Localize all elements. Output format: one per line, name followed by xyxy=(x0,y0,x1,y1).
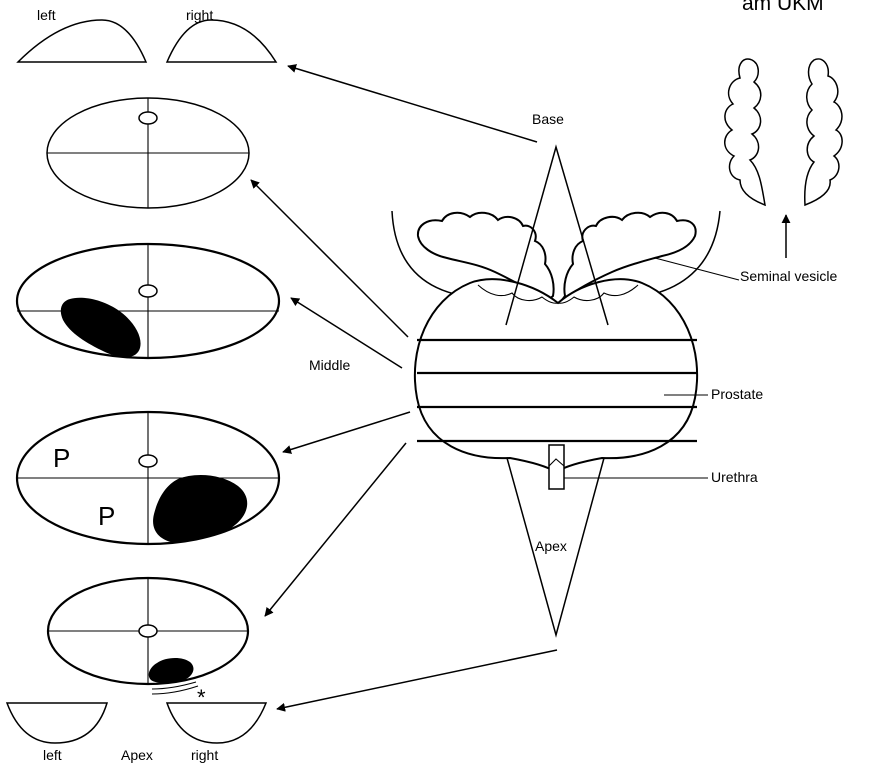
urethra-marker xyxy=(139,285,157,297)
bottom-right-label: right xyxy=(191,747,218,763)
urethra-marker xyxy=(139,625,157,637)
prostate-label: Prostate xyxy=(711,386,763,402)
p-label-upper: P xyxy=(53,443,70,473)
top-right-segment xyxy=(167,20,276,62)
urethra-marker xyxy=(139,112,157,124)
urethra-symbol xyxy=(549,445,564,489)
prostate-body xyxy=(415,279,697,472)
bottom-right-segment xyxy=(167,703,266,743)
seminal-vesicle-detail-right xyxy=(805,59,842,205)
bottom-left-segment xyxy=(7,703,107,743)
apex-cone-label: Apex xyxy=(535,538,567,554)
asterisk-marker: * xyxy=(197,685,206,710)
cropped-top-text: am UKM xyxy=(742,0,824,15)
top-left-label: left xyxy=(37,7,56,23)
tumor-lesion xyxy=(153,475,247,544)
p-label-lower: P xyxy=(98,501,115,531)
section-1-ellipse xyxy=(47,98,249,208)
seminal-vesicle-label: Seminal vesicle xyxy=(740,268,837,284)
bottom-apex-label: Apex xyxy=(121,747,153,763)
seminal-vesicles-detail xyxy=(725,59,842,258)
urethra-label: Urethra xyxy=(711,469,758,485)
section-3-ellipse xyxy=(17,412,279,544)
middle-label: Middle xyxy=(309,357,350,373)
top-left-segment xyxy=(18,20,146,62)
bottom-left-label: left xyxy=(43,747,62,763)
top-right-label: right xyxy=(186,7,213,23)
base-label: Base xyxy=(532,111,564,127)
section-2-ellipse xyxy=(17,244,279,358)
section-4-ellipse xyxy=(48,578,248,684)
prostate-gland xyxy=(392,147,720,635)
seminal-vesicle-detail-left xyxy=(725,59,765,205)
urethra-marker xyxy=(139,455,157,467)
